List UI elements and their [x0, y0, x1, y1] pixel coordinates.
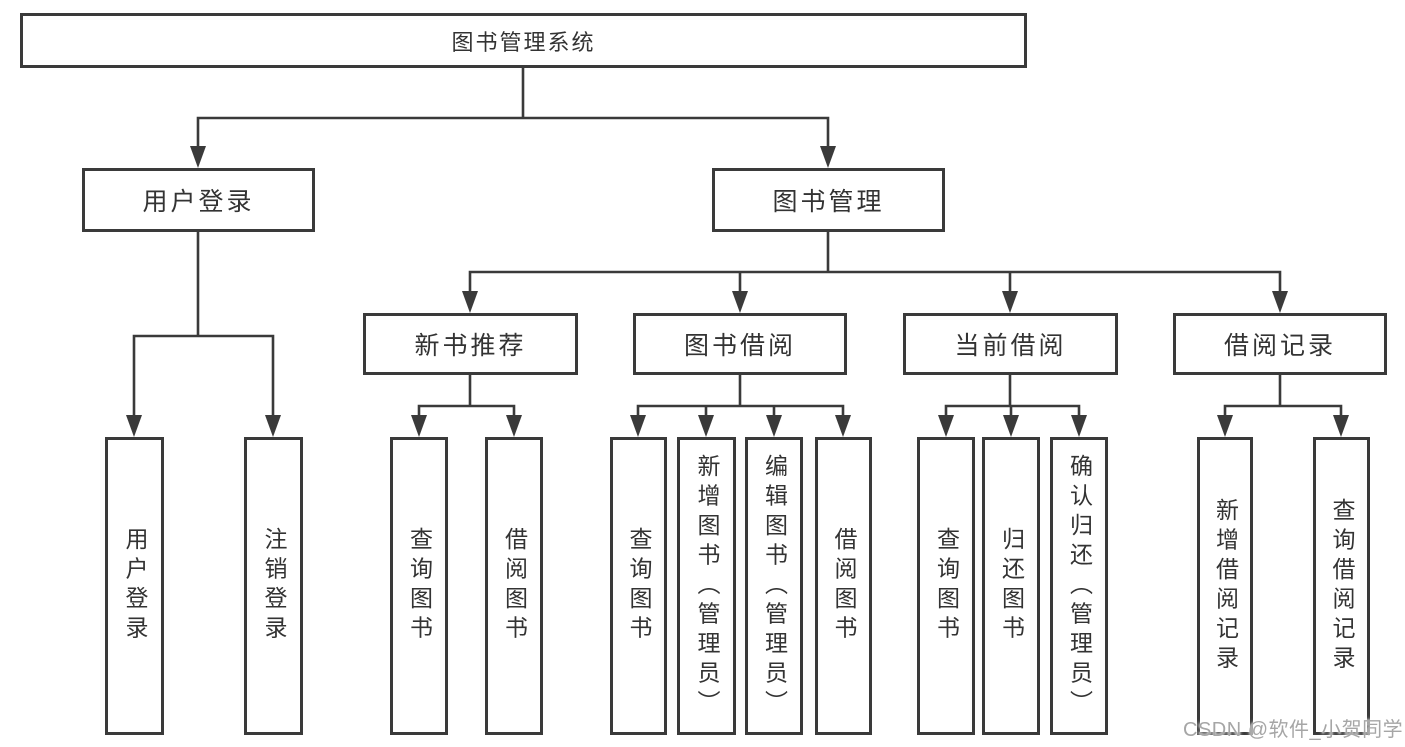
node-book-management: 图书管理 [712, 168, 945, 232]
node-library-system-label: 图书管理系统 [451, 29, 596, 55]
node-query-books-current: 查询图书 [917, 437, 975, 735]
node-return-books: 归还图书 [982, 437, 1040, 735]
node-new-book-recommendation-label: 新书推荐 [414, 332, 527, 360]
node-book-borrowing: 图书借阅 [633, 313, 847, 375]
node-edit-book-admin: 编辑图书（管理员） [745, 437, 803, 735]
node-add-book-admin-label: 新增图书（管理员） [694, 453, 720, 719]
node-query-books-recommend-label: 查询图书 [406, 527, 433, 645]
connector-current-borrow-split [944, 373, 1081, 419]
node-add-borrow-record-label: 新增借阅记录 [1212, 497, 1239, 675]
node-query-books-borrowing-label: 查询图书 [626, 527, 652, 645]
connector-book-management-split [468, 230, 1282, 295]
node-add-book-admin: 新增图书（管理员） [677, 437, 736, 735]
node-borrowing-records-label: 借阅记录 [1223, 332, 1336, 360]
node-query-books-recommend: 查询图书 [390, 437, 448, 735]
connector-new-book-split [417, 373, 516, 419]
arrowheads [126, 146, 1349, 437]
node-borrow-books-borrowing: 借阅图书 [815, 437, 872, 735]
node-user-login-leaf: 用户登录 [105, 437, 164, 735]
node-user-login: 用户登录 [82, 168, 315, 232]
node-logout-label: 注销登录 [261, 527, 287, 645]
node-query-books-borrowing: 查询图书 [610, 437, 667, 735]
node-borrow-books-borrowing-label: 借阅图书 [831, 527, 857, 645]
node-borrow-books-recommend: 借阅图书 [485, 437, 543, 735]
node-library-system: 图书管理系统 [20, 13, 1027, 68]
connector-user-login-split [132, 230, 275, 419]
node-query-books-current-label: 查询图书 [933, 527, 960, 645]
node-borrowing-records: 借阅记录 [1173, 313, 1387, 375]
node-query-borrow-record-label: 查询借阅记录 [1329, 497, 1355, 675]
watermark: CSDN @软件_小贺同学 [1183, 719, 1404, 741]
node-logout: 注销登录 [244, 437, 303, 735]
node-add-borrow-record: 新增借阅记录 [1197, 437, 1253, 735]
node-current-borrowing: 当前借阅 [903, 313, 1118, 375]
connector-book-borrow-split [636, 373, 845, 419]
node-user-login-label: 用户登录 [142, 188, 255, 216]
node-confirm-return-admin-label: 确认归还（管理员） [1066, 453, 1093, 719]
node-return-books-label: 归还图书 [998, 527, 1025, 645]
connector-root-split [196, 66, 830, 150]
node-user-login-leaf-label: 用户登录 [122, 527, 148, 645]
node-book-borrowing-label: 图书借阅 [683, 332, 796, 360]
node-current-borrowing-label: 当前借阅 [954, 332, 1067, 360]
node-borrow-books-recommend-label: 借阅图书 [501, 527, 528, 645]
connector-records-split [1223, 373, 1343, 419]
node-confirm-return-admin: 确认归还（管理员） [1050, 437, 1108, 735]
node-new-book-recommendation: 新书推荐 [363, 313, 578, 375]
node-edit-book-admin-label: 编辑图书（管理员） [761, 453, 788, 719]
node-query-borrow-record: 查询借阅记录 [1313, 437, 1370, 735]
node-book-management-label: 图书管理 [772, 188, 885, 216]
